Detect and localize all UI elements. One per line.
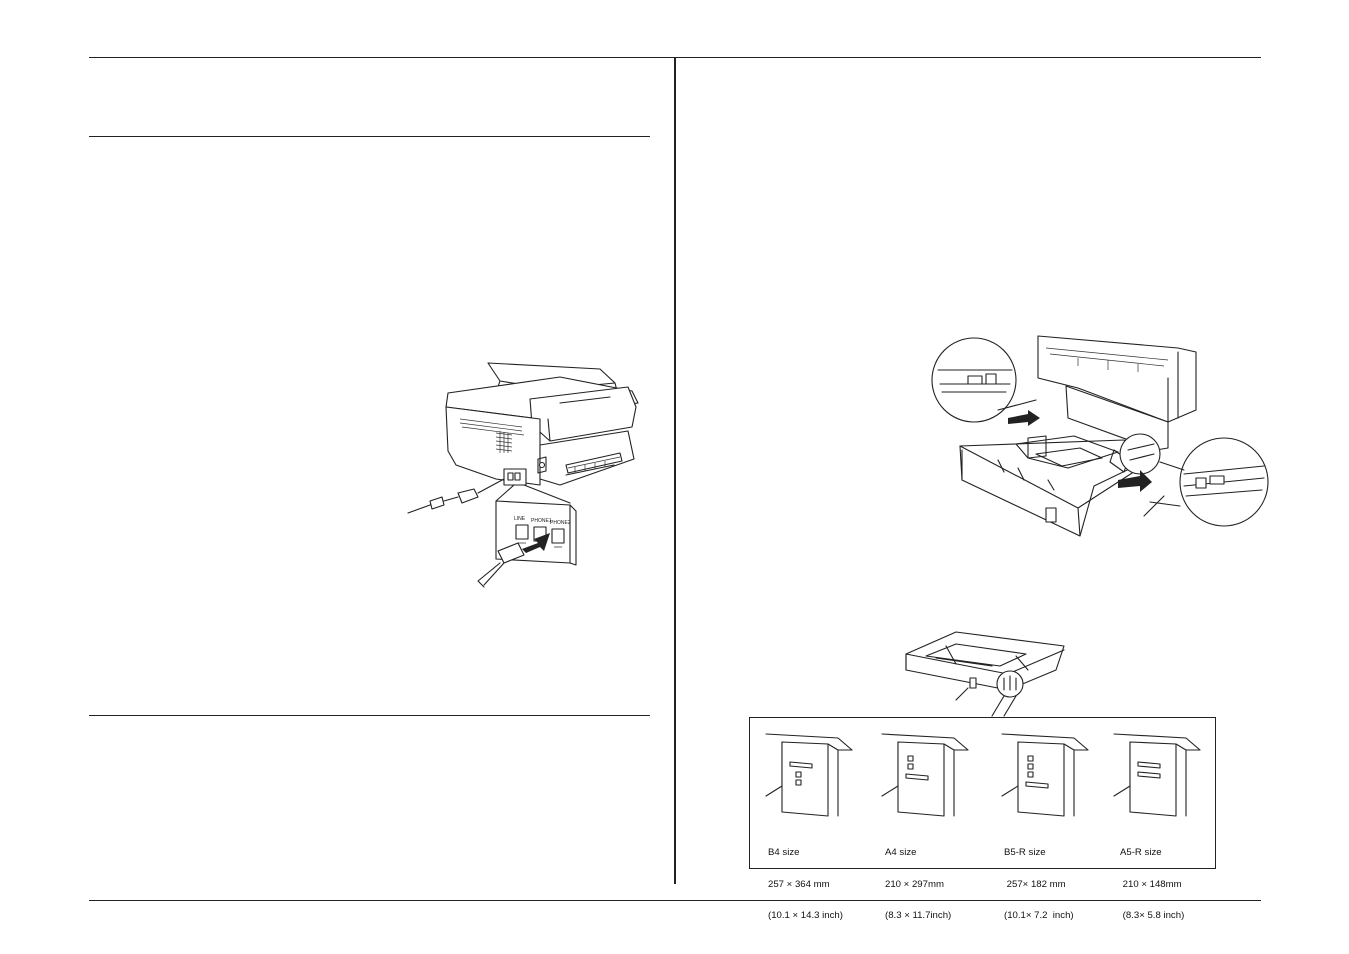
size-name: A5-R size [1120,847,1162,858]
tray-size-indicator-illustration [896,620,1076,720]
bottom-rule [89,900,1261,902]
size-name: B5-R size [1004,847,1046,858]
fax-rear-connection-illustration: LINE PHONE1 PHONE2 [400,355,660,590]
size-inch: (10.1× 7.2 inch) [1004,910,1074,921]
size-mm: 210 × 148mm [1120,878,1182,890]
size-caption-a5r: A5-R size 210 × 148mm (8.3× 5.8 inch) [1120,827,1184,932]
size-mark-a4 [874,726,974,820]
size-caption-b4: B4 size 257 × 364 mm (10.1 × 14.3 inch) [768,827,843,932]
jack-label-line: LINE [514,516,526,522]
size-mark-b5r [994,726,1094,820]
size-caption-b5r: B5-R size 257× 182 mm (10.1× 7.2 inch) [1004,827,1074,932]
jack-label-phone1: PHONE1 [531,518,552,524]
size-inch: (8.3× 5.8 inch) [1120,910,1185,921]
column-divider [674,58,676,884]
left-section-rule-lower [89,715,650,717]
size-caption-a4: A4 size 210 × 297mm (8.3 × 11.7inch) [885,827,951,932]
size-mm: 210 × 297mm [885,878,944,890]
size-mm: 257 × 364 mm [768,878,830,890]
size-mm: 257× 182 mm [1004,878,1066,890]
left-section-rule-upper [89,136,650,138]
size-name: A4 size [885,847,917,858]
size-inch: (8.3 × 11.7inch) [885,910,952,921]
jack-label-phone2: PHONE2 [550,520,571,526]
size-mark-b4 [758,726,858,820]
size-name: B4 size [768,847,800,858]
size-mark-a5r [1106,726,1206,820]
paper-tray-insertion-illustration [928,330,1269,540]
top-rule [89,57,1261,59]
size-inch: (10.1 × 14.3 inch) [768,910,843,921]
